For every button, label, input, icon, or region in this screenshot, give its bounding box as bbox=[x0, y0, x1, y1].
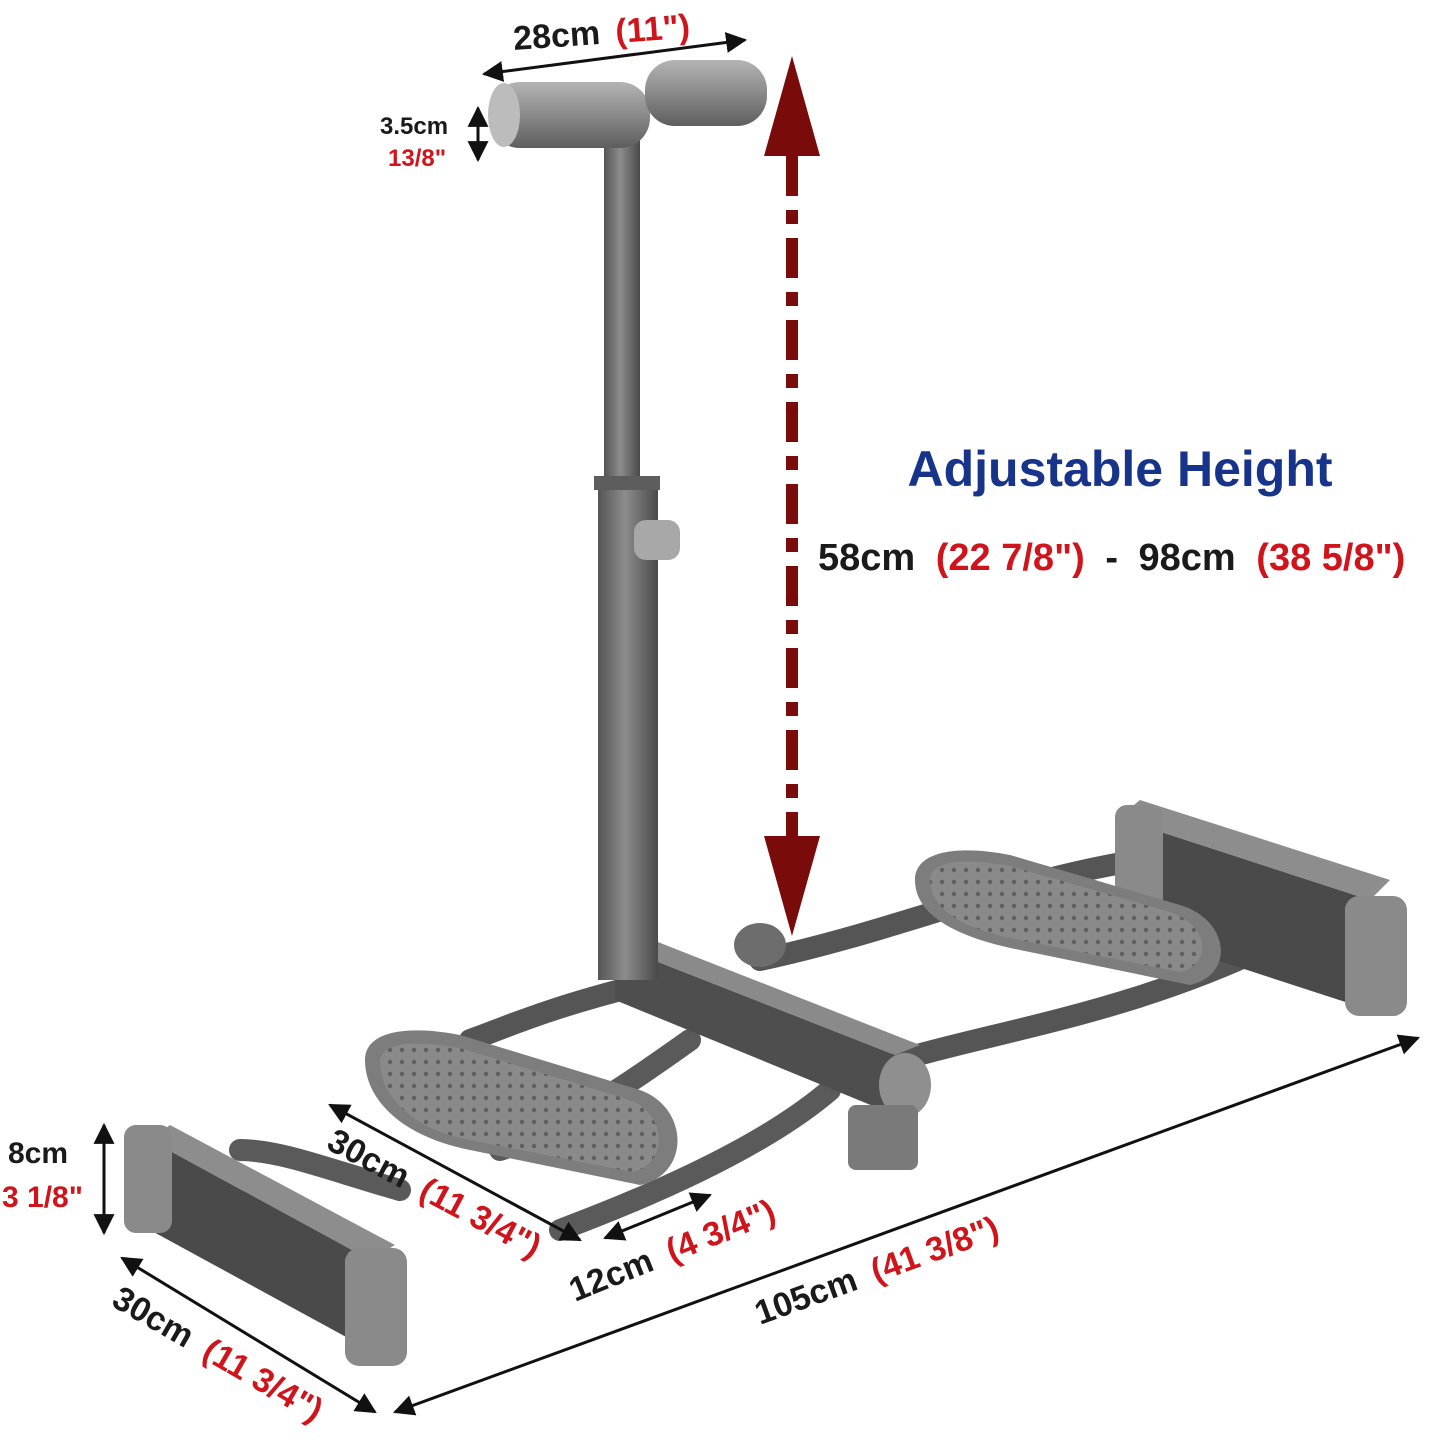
base-width-arrow bbox=[120, 1256, 377, 1414]
height-arrow-down-head bbox=[764, 836, 820, 936]
height-separator: - bbox=[1105, 537, 1118, 579]
pedal-width-imperial: (4 3/4") bbox=[661, 1192, 781, 1270]
base-width-metric: 30cm bbox=[106, 1279, 200, 1355]
handle-width-arrow bbox=[481, 32, 748, 82]
base-height-metric: 8cm bbox=[8, 1137, 68, 1170]
leg-trainer-machine bbox=[124, 60, 1407, 1366]
total-length-imperial: (41 3/8") bbox=[866, 1209, 1004, 1290]
total-length-label: 105cm (41 3/8") bbox=[750, 1209, 1004, 1332]
rear-end-bar bbox=[1115, 800, 1407, 1016]
handle-width-imperial: (11") bbox=[614, 8, 691, 51]
handle-width-label: 28cm (11") bbox=[512, 8, 691, 58]
height-range-label: 58cm (22 7/8") - 98cm (38 5/8") bbox=[818, 537, 1405, 579]
handle-diameter-imperial: 13/8" bbox=[388, 145, 446, 172]
height-min-cm: 58cm bbox=[818, 537, 915, 579]
handle-diameter-metric: 3.5cm bbox=[380, 113, 448, 140]
base-height-imperial: 3 1/8" bbox=[2, 1181, 83, 1214]
handle-width-metric: 28cm bbox=[512, 14, 601, 58]
height-arrow bbox=[764, 56, 820, 936]
rear-pedal bbox=[915, 850, 1221, 985]
pedal-width-metric: 12cm bbox=[564, 1242, 659, 1310]
base-width-imperial: (11 3/4") bbox=[196, 1331, 329, 1430]
height-min-in: (22 7/8") bbox=[936, 537, 1085, 579]
vertical-pole bbox=[594, 100, 680, 980]
t-handle bbox=[488, 60, 767, 148]
total-length-arrow bbox=[393, 1034, 1420, 1416]
height-max-cm: 98cm bbox=[1139, 537, 1236, 579]
total-length-metric: 105cm bbox=[750, 1261, 862, 1333]
dimension-arrows bbox=[93, 32, 1420, 1416]
height-max-in: (38 5/8") bbox=[1256, 537, 1405, 579]
height-arrow-up-head bbox=[764, 56, 820, 156]
adjustable-height-heading: Adjustable Height bbox=[907, 441, 1332, 497]
